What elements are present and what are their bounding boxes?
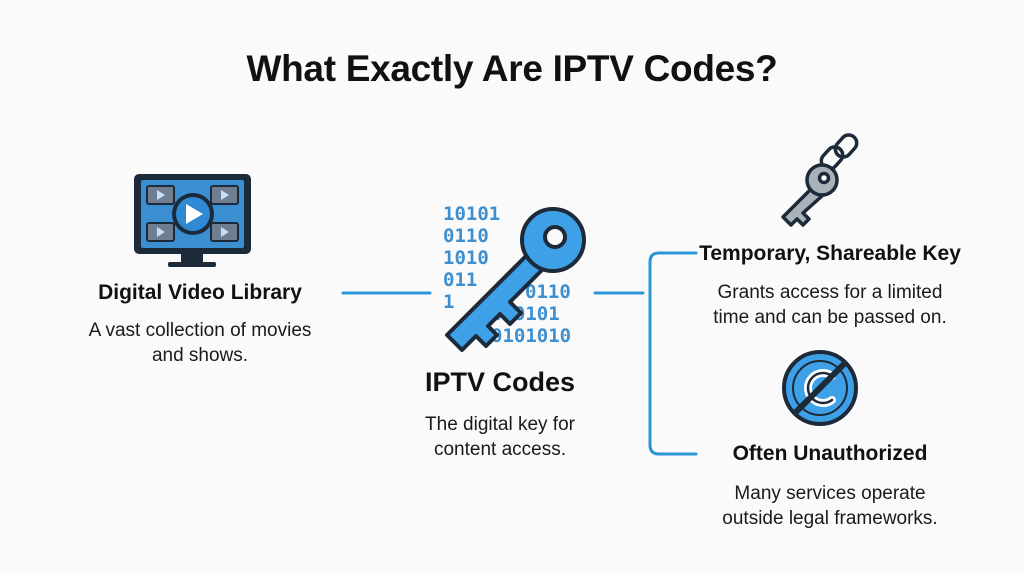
node-heading: Often Unauthorized — [732, 442, 928, 465]
node-heading: Temporary, Shareable Key — [699, 242, 961, 265]
node-heading: IPTV Codes — [424, 367, 576, 397]
binary-row: 0110 — [443, 225, 489, 247]
binary-row: 0101010 — [491, 325, 571, 347]
binary-row: 1010 — [443, 247, 489, 269]
key-chain-icon — [781, 133, 859, 227]
key-binary-icon — [445, 207, 586, 352]
page-title: What Exactly Are IPTV Codes? — [246, 48, 778, 89]
node-often-unauthorized: Often Unauthorized Many services operate… — [670, 441, 990, 531]
description-line: content access. — [433, 439, 567, 460]
description-line: and shows. — [151, 345, 249, 366]
description-line: Many services operate — [734, 483, 926, 504]
node-description: A vast collection of movies and shows. — [40, 318, 360, 368]
binary-row: 10101 — [443, 203, 500, 225]
description-line: The digital key for — [425, 414, 575, 435]
video-library-monitor-icon — [134, 174, 251, 267]
node-digital-video-library: Digital Video Library A vast collection … — [40, 280, 360, 368]
node-description: The digital key for content access. — [380, 412, 620, 462]
binary-row: 0110 — [525, 281, 571, 303]
node-heading: Digital Video Library — [98, 281, 302, 304]
node-iptv-codes: IPTV Codes The digital key for content a… — [380, 366, 620, 462]
binary-row: 011 — [443, 269, 477, 291]
connector-bracket — [648, 251, 698, 456]
node-description: Many services operate outside legal fram… — [670, 481, 990, 531]
description-line: outside legal frameworks. — [722, 508, 938, 529]
description-line: A vast collection of movies — [88, 320, 312, 341]
node-temporary-shareable-key: Temporary, Shareable Key Grants access f… — [660, 241, 1000, 330]
connector-lines — [341, 251, 698, 456]
node-description: Grants access for a limited time and can… — [660, 280, 1000, 330]
description-line: time and can be passed on. — [713, 307, 947, 328]
binary-row: 1 — [443, 291, 454, 313]
no-copyright-icon — [782, 350, 858, 426]
description-line: Grants access for a limited — [717, 282, 943, 303]
